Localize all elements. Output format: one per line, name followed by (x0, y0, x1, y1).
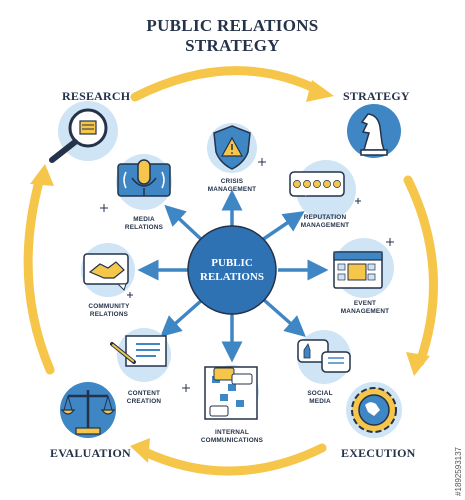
label-crisis-line1: CRISIS (220, 178, 244, 185)
sparkle-decorations (100, 158, 394, 392)
page-title-line1: PUBLIC RELATIONS (146, 16, 319, 35)
cycle-arc-research-strategy (130, 66, 323, 102)
label-event-management: EVENT MANAGEMENT (332, 300, 398, 316)
execution-gear-globe-icon (346, 382, 402, 438)
radial-arrows (137, 189, 329, 363)
internal-communications-board-icon (204, 365, 259, 420)
center-node: PUBLIC RELATIONS (187, 225, 277, 315)
center-label-line2: RELATIONS (200, 271, 264, 283)
stage-label-execution: EXECUTION (341, 446, 416, 460)
arrowhead-to-evaluation (130, 438, 150, 463)
strategy-chess-knight-icon (347, 104, 401, 158)
evaluation-scales-icon (60, 382, 116, 438)
label-internal-communications: INTERNAL COMMUNICATIONS (192, 429, 272, 445)
label-crisis-management: CRISIS MANAGEMENT (202, 178, 262, 194)
stock-watermark-id: #1892593137 (454, 447, 463, 496)
reputation-stars-icon (289, 160, 356, 220)
label-event-line1: EVENT (353, 300, 377, 307)
community-handshake-icon (81, 243, 135, 297)
arrow-social (262, 298, 306, 337)
label-media-line1: MEDIA (133, 216, 155, 223)
label-media-line2: RELATIONS (124, 224, 164, 231)
label-media-relations: MEDIA RELATIONS (116, 216, 172, 232)
label-internal-line1: INTERNAL (215, 429, 249, 436)
label-internal-line2: COMMUNICATIONS (200, 437, 264, 444)
label-social-media: SOCIAL MEDIA (296, 390, 344, 406)
arrow-media (164, 204, 204, 242)
cycle-arc-strategy-execution (403, 175, 438, 367)
social-chat-bubbles-icon (297, 330, 351, 384)
stage-label-evaluation: EVALUATION (50, 446, 131, 460)
label-content-creation: CONTENT CREATION (118, 390, 170, 406)
label-reputation-management: REPUTATION MANAGEMENT (292, 214, 358, 230)
research-magnifier-icon (49, 101, 118, 163)
label-content-line1: CONTENT (127, 390, 161, 397)
event-calendar-icon (333, 238, 394, 298)
page-title-line2: STRATEGY (185, 36, 280, 55)
label-community-relations: COMMUNITY RELATIONS (78, 303, 140, 319)
label-community-line2: RELATIONS (89, 311, 129, 318)
arrowhead-to-execution (406, 352, 430, 376)
label-event-line2: MANAGEMENT (340, 308, 390, 315)
content-creation-pencil-icon (110, 328, 171, 382)
label-crisis-line2: MANAGEMENT (207, 186, 257, 193)
stage-label-strategy: STRATEGY (343, 89, 410, 103)
label-content-line2: CREATION (126, 398, 162, 405)
label-community-line1: COMMUNITY (88, 303, 130, 310)
label-reputation-line1: REPUTATION (303, 214, 347, 221)
label-social-line1: SOCIAL (307, 390, 333, 397)
label-reputation-line2: MANAGEMENT (300, 222, 350, 229)
arrow-reputation (261, 211, 305, 242)
label-social-line2: MEDIA (309, 398, 331, 405)
stage-label-research: RESEARCH (62, 89, 131, 103)
cycle-arrowheads (30, 80, 430, 463)
cycle-arc-execution-evaluation (140, 443, 327, 476)
media-podcast-microphone-icon (116, 154, 172, 210)
arrow-content (160, 298, 204, 337)
cycle-arc-evaluation-research (23, 173, 55, 375)
arrowhead-to-strategy (306, 80, 334, 102)
center-label-line1: PUBLIC (211, 257, 253, 269)
cycle-arrows (23, 66, 438, 476)
arrowhead-to-research (30, 164, 54, 186)
crisis-shield-icon (207, 123, 257, 173)
